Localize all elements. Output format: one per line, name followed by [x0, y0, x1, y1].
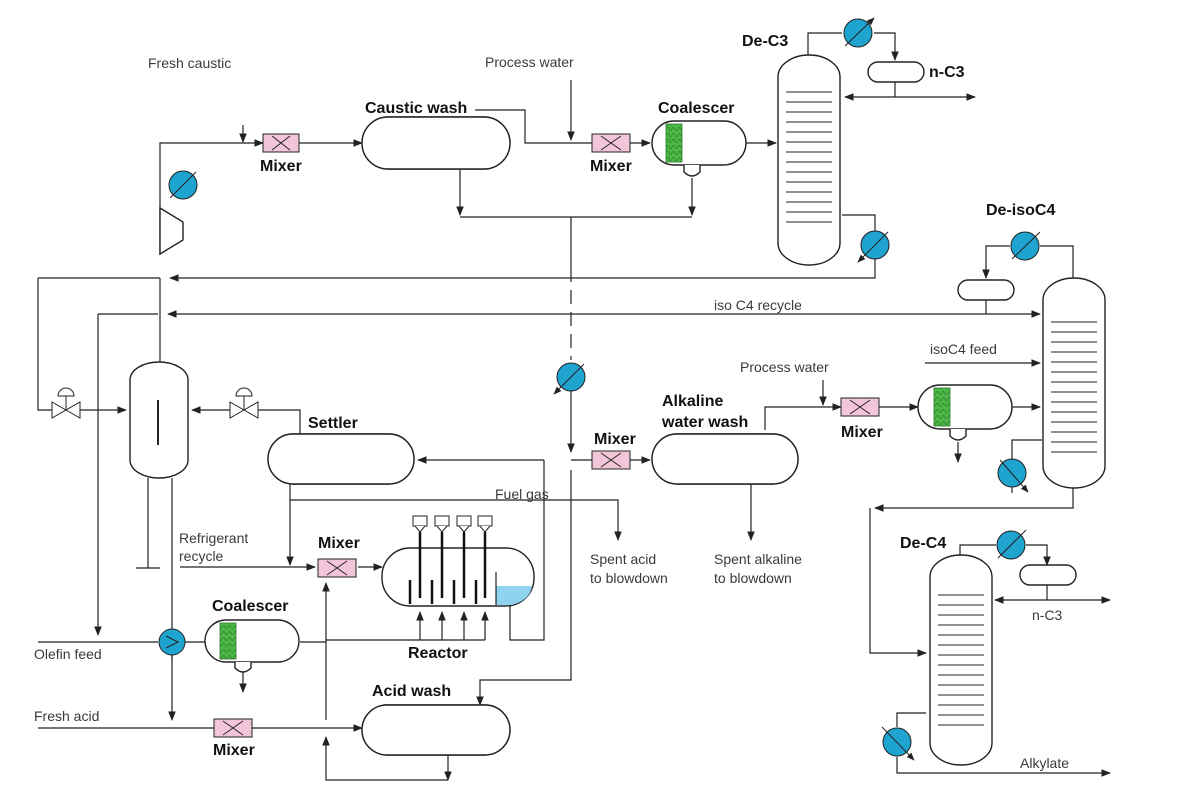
heat-exchanger-de-isoc4-condenser-icon — [1010, 231, 1041, 261]
control-valve-left — [51, 387, 81, 419]
heat-exchanger-de-c3-reboiler-icon — [857, 230, 890, 263]
de-c4-column — [929, 554, 993, 766]
top-coalescer — [651, 120, 747, 177]
spent-acid-label-line-1: Spent acid — [590, 551, 656, 567]
heat-exchanger-de-c4-condenser-icon — [996, 529, 1027, 560]
olefin-feed-label: Olefin feed — [34, 646, 102, 662]
fuel-gas-label: Fuel gas — [495, 486, 549, 502]
bottom-coalescer — [204, 619, 300, 673]
refrigerant-label-line-1: Refrigerant — [179, 530, 248, 546]
mixer-3 — [840, 397, 880, 417]
alkaline-label-line-2: water wash — [661, 414, 748, 431]
heat-exchanger-feed-icon — [158, 628, 186, 656]
isoc4-feed-label: isoC4 feed — [930, 341, 997, 357]
coalescer-top-label: Coalescer — [658, 100, 735, 117]
settler-label: Settler — [308, 415, 358, 432]
mixer-1-label: Mixer — [260, 158, 302, 175]
de-c3-reflux-drum — [867, 61, 925, 83]
de-isoc4-column — [1042, 277, 1106, 489]
alkaline-feed-drum — [917, 384, 1013, 441]
de-isoc4-reflux-drum — [957, 279, 1015, 301]
mixer-2 — [591, 133, 631, 153]
heat-exchanger-de-c3-condenser-icon — [843, 17, 875, 48]
mixer-6-label: Mixer — [213, 742, 255, 759]
n-c3-top-label: n-C3 — [929, 64, 965, 81]
heat-exchanger-compressor-icon — [168, 170, 198, 200]
fresh-caustic-label: Fresh caustic — [148, 55, 231, 71]
mixer-1 — [262, 133, 300, 153]
process-water-top-label: Process water — [485, 54, 574, 70]
piping — [37, 32, 1111, 781]
mixer-4 — [591, 450, 631, 470]
settler-vessel — [267, 433, 415, 485]
alkaline-label-line-1: Alkaline — [662, 393, 723, 410]
acid-wash-vessel — [361, 704, 511, 756]
process-water-mid-label: Process water — [740, 359, 829, 375]
coalescer-bottom-label: Coalescer — [212, 598, 289, 615]
spent-alkaline-label-line-2: to blowdown — [714, 570, 792, 586]
de-c3-label: De-C3 — [742, 33, 788, 50]
mixer-5 — [317, 558, 357, 578]
alkaline-water-wash-vessel — [651, 433, 799, 485]
de-c4-label: De-C4 — [900, 535, 946, 552]
alkylate-label: Alkylate — [1020, 755, 1069, 771]
mixer-5-label: Mixer — [318, 535, 360, 552]
heat-exchanger-de-c4-reboiler-icon — [881, 726, 915, 761]
compressor — [159, 206, 184, 256]
spent-acid-label-line-2: to blowdown — [590, 570, 668, 586]
n-c3-bottom-label: n-C3 — [1032, 607, 1063, 623]
mixer-3-label: Mixer — [841, 424, 883, 441]
flash-drum — [129, 361, 189, 479]
refrigerant-label-line-2: recycle — [179, 548, 224, 564]
mixer-6 — [213, 718, 253, 738]
reactor-label: Reactor — [408, 645, 468, 662]
heat-exchanger-collector-icon — [553, 362, 586, 395]
reactor-vessel — [381, 515, 535, 607]
fresh-acid-label: Fresh acid — [34, 708, 99, 724]
mixer-4-label: Mixer — [594, 431, 636, 448]
heat-exchanger-de-isoc4-reboiler-icon — [997, 458, 1029, 493]
de-c3-column — [777, 54, 841, 266]
de-isoc4-label: De-isoC4 — [986, 202, 1055, 219]
mixer-2-label: Mixer — [590, 158, 632, 175]
spent-alkaline-label-line-1: Spent alkaline — [714, 551, 802, 567]
caustic-wash-vessel — [361, 116, 511, 170]
iso-c4-recycle-label: iso C4 recycle — [714, 297, 802, 313]
acid-wash-label: Acid wash — [372, 683, 451, 700]
caustic-wash-label: Caustic wash — [365, 100, 467, 117]
de-c4-reflux-drum — [1019, 564, 1077, 586]
control-valve-settler — [229, 387, 259, 419]
